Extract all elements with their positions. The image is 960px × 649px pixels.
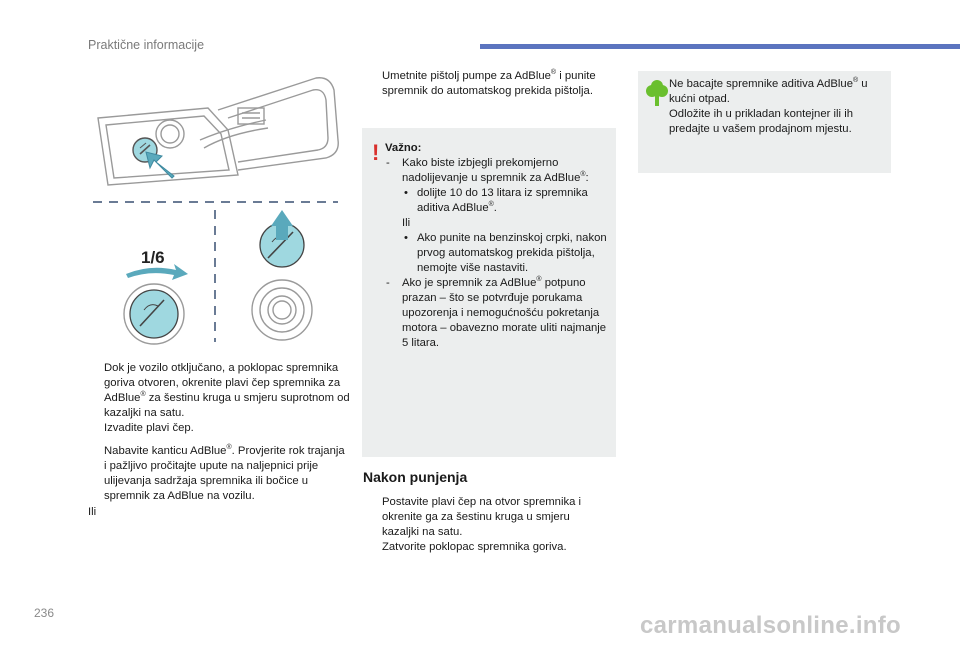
eco-note-text: Ne bacajte spremnike aditiva AdBlue® u k… <box>669 77 883 137</box>
warning-title: Važno: <box>385 142 422 154</box>
pointer-arrow-icon <box>145 151 175 179</box>
header-accent-bar <box>480 44 960 49</box>
section-title: Nakon punjenja <box>363 469 468 485</box>
warning-or-label: Ili <box>402 217 411 229</box>
page-number: 236 <box>34 606 55 620</box>
rotation-step-label: 1/6 <box>141 248 165 267</box>
list-item: Nabavite kanticu AdBlue®. Provjerite rok… <box>104 444 345 502</box>
warning-box: ! Važno: - Kako biste izbjegli prekomjer… <box>362 128 616 457</box>
list-item: Postavite plavi čep na otvor spremnika i… <box>382 496 582 538</box>
adblue-cap-removal-drawing <box>123 283 185 345</box>
warning-text: Važno: - Kako biste izbjegli prekomjerno… <box>385 141 607 351</box>
filler-neck-drawing <box>251 279 313 341</box>
watermark: carmanualsonline.info <box>640 612 902 639</box>
tree-icon <box>646 80 668 106</box>
list-item: Izvadite plavi čep. <box>104 422 194 434</box>
warning-item: - Kako biste izbjegli prekomjerno nadoli… <box>386 157 589 184</box>
list-item: Dok je vozilo otključano, a poklopac spr… <box>104 362 350 419</box>
adblue-filler-illustration: 1/6 <box>93 77 339 345</box>
eco-note-line: Ne bacajte spremnike aditiva AdBlue® u k… <box>669 77 868 105</box>
up-arrow-icon <box>271 210 293 240</box>
or-label: Ili <box>88 506 97 518</box>
warning-subitem: • dolijte 10 do 13 litara iz spremnika a… <box>404 187 588 214</box>
eco-note-line: Odložite ih u prikladan kontejner ili ih… <box>669 108 853 135</box>
eco-note-box: Ne bacajte spremnike aditiva AdBlue® u k… <box>638 71 891 173</box>
warning-exclamation-icon: ! <box>372 140 380 165</box>
adblue-cap-closing-drawing <box>259 210 305 268</box>
list-item: Umetnite pištolj pumpe za AdBlue® i puni… <box>382 69 596 97</box>
after-filling-list: Postavite plavi čep na otvor spremnika i… <box>366 495 606 555</box>
rotate-arrow-icon <box>126 264 188 280</box>
warning-subitem: • Ako punite na benzinskoj crpki, nakon … <box>404 232 607 274</box>
warning-item: - Ako je spremnik za AdBlue® potpuno pra… <box>386 276 607 349</box>
list-item: Zatvorite poklopac spremnika goriva. <box>382 541 567 553</box>
left-column-text: Dok je vozilo otključano, a poklopac spr… <box>88 361 368 520</box>
filler-housing-drawing <box>97 77 339 186</box>
page-header-title: Praktične informacije <box>88 38 205 52</box>
middle-first-item: Umetnite pištolj pumpe za AdBlue® i puni… <box>366 69 614 99</box>
